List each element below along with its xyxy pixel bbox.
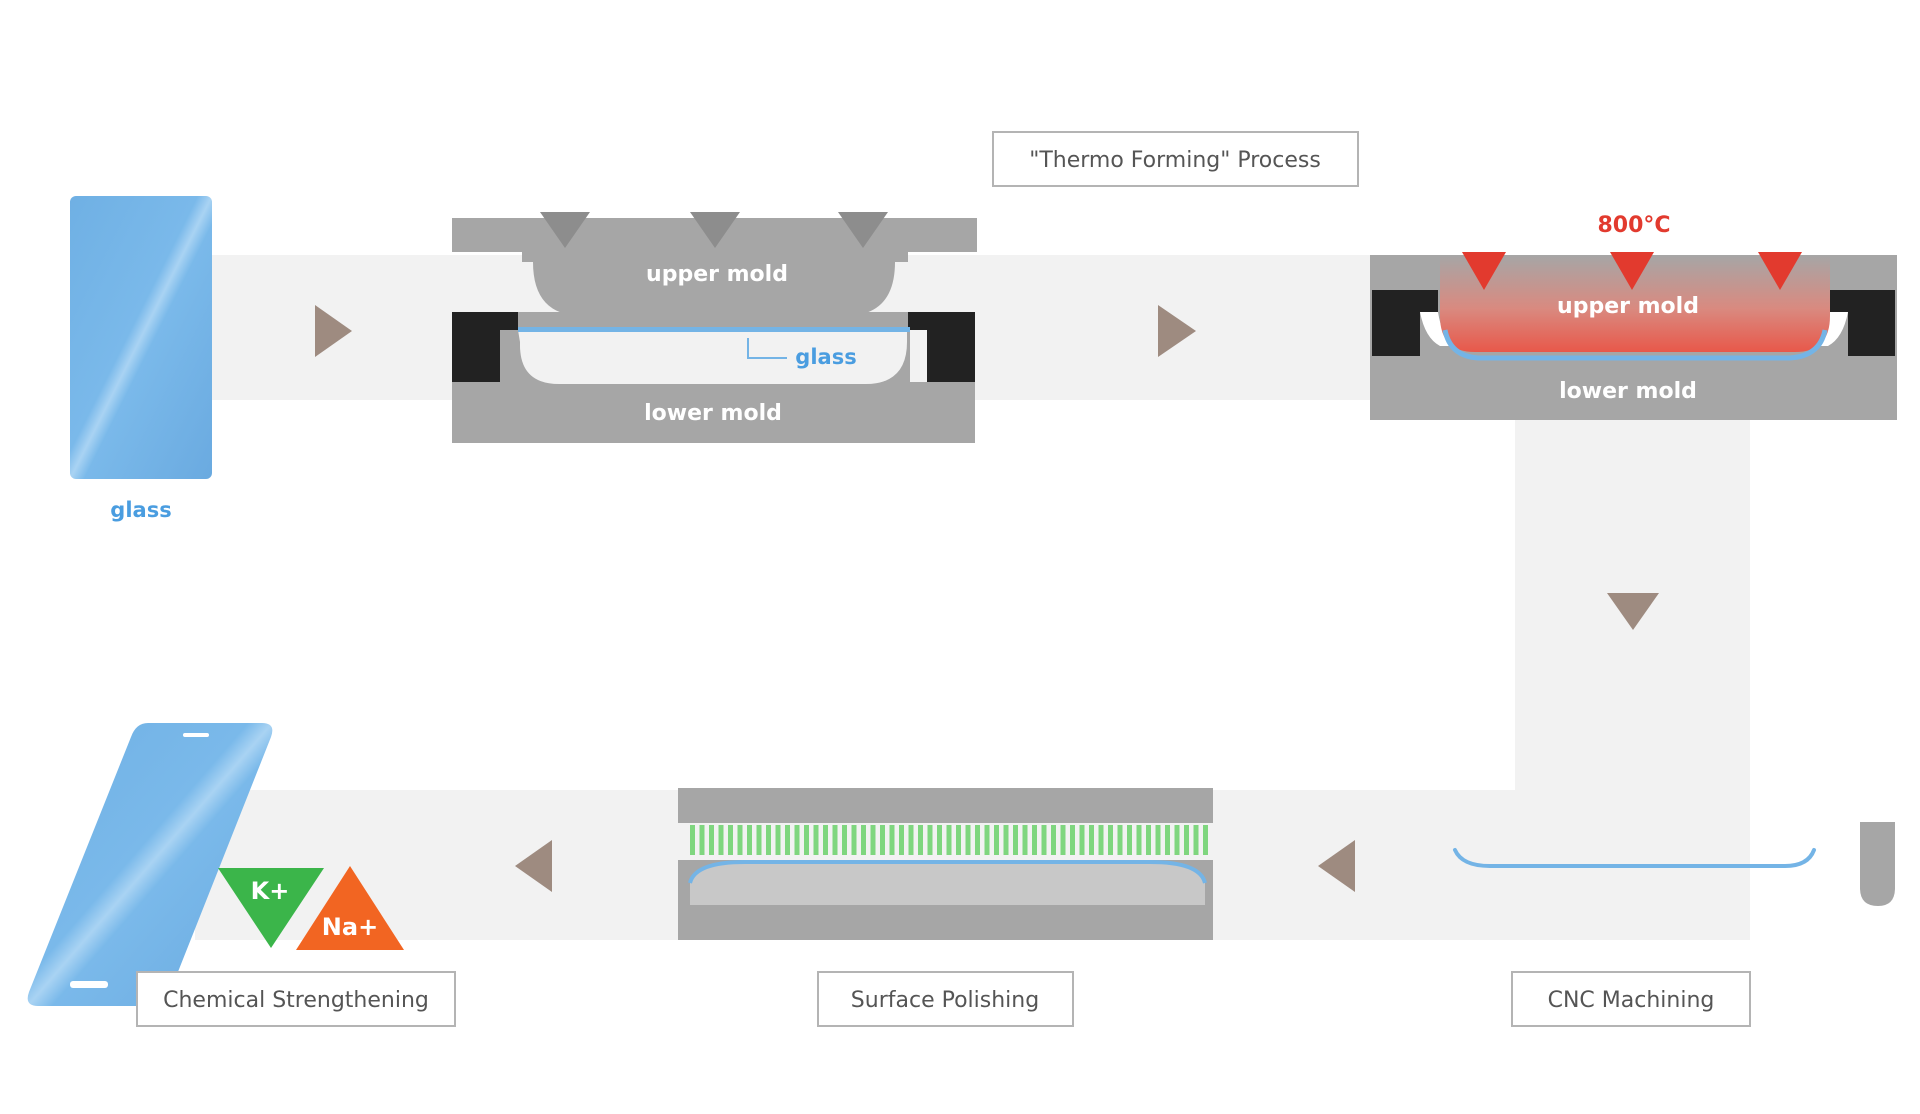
brush-bristle: [1070, 825, 1075, 855]
cold-glass-label: glass: [795, 345, 856, 369]
brush-bristle: [709, 825, 714, 855]
brush-bristle: [880, 825, 885, 855]
brush-bristle: [832, 825, 838, 855]
brush-bristle: [699, 825, 705, 855]
brush-bristle: [1127, 825, 1132, 855]
heat-point-icon: [1462, 252, 1506, 290]
brush-bristle: [1089, 825, 1094, 855]
brush-bristle: [1013, 825, 1018, 855]
brush-bristle: [1155, 825, 1161, 855]
brush-bristle: [823, 825, 828, 855]
polishing-label: Surface Polishing: [851, 988, 1039, 1013]
brush-bristle: [1051, 825, 1056, 855]
pressure-point-icon: [690, 212, 740, 248]
brush-bristle: [718, 825, 724, 855]
brush-bristle: [842, 825, 847, 855]
pressure-point-icon: [838, 212, 888, 248]
cold-press-mold: [452, 212, 977, 443]
brush-bristle: [861, 825, 866, 855]
brush-bristle: [1003, 825, 1009, 855]
brush-bristle: [728, 825, 733, 855]
brush-bristle: [690, 825, 695, 855]
brush-bristle: [956, 825, 961, 855]
brush-bristle: [804, 825, 809, 855]
brush-bristle: [775, 825, 781, 855]
polishing-label-box: [817, 971, 1074, 1027]
heat-point-icon: [1758, 252, 1802, 290]
speaker-slot-icon: [183, 733, 209, 737]
pressure-point-icon: [540, 212, 590, 248]
brush-bristle: [975, 825, 980, 855]
hot-press-mold: [1370, 252, 1897, 420]
brush-bristle: [946, 825, 952, 855]
brush-bristle: [737, 825, 743, 855]
brush-bristle: [1060, 825, 1066, 855]
brush-bristle: [927, 825, 933, 855]
brush-bristle: [984, 825, 990, 855]
temperature-label: 800°C: [1597, 213, 1670, 238]
brush-bristle: [889, 825, 895, 855]
brush-bristle: [1146, 825, 1151, 855]
brush-bristle: [965, 825, 971, 855]
brush-bristle: [870, 825, 876, 855]
glass-sheet: [70, 196, 212, 479]
cold-upper-mold-label: upper mold: [646, 262, 788, 287]
hot-lower-mold-label: lower mold: [1559, 379, 1697, 404]
brush-bristle: [851, 825, 857, 855]
brush-bristle: [785, 825, 790, 855]
sodium-ion-icon: [296, 866, 404, 950]
process-title: "Thermo Forming" Process: [1029, 148, 1321, 173]
cnc-machining-illustration: [1453, 822, 1895, 906]
cnc-label-box: [1511, 971, 1751, 1027]
polishing-brush: [690, 825, 1208, 855]
arrow-right-icon: [1158, 305, 1196, 357]
brush-bristle: [937, 825, 942, 855]
surface-polishing-illustration: [678, 788, 1213, 940]
brush-bristle: [794, 825, 800, 855]
brush-bristle: [747, 825, 752, 855]
home-button-icon: [70, 981, 108, 988]
potassium-ion-icon: [218, 868, 324, 948]
brush-bristle: [1022, 825, 1028, 855]
brush-bristle: [1174, 825, 1180, 855]
brush-bristle: [1108, 825, 1113, 855]
sodium-ion-label: Na+: [322, 913, 378, 941]
brush-bristle: [813, 825, 819, 855]
brush-bristle: [899, 825, 904, 855]
arrow-left-icon: [1318, 840, 1355, 892]
process-title-box: [992, 131, 1359, 187]
ion-exchange: [218, 866, 404, 950]
cnc-label: CNC Machining: [1548, 988, 1715, 1013]
chemical-label-box: [136, 971, 456, 1027]
brush-bristle: [1193, 825, 1199, 855]
finished-phone-glass: [27, 723, 273, 1006]
chemical-label: Chemical Strengthening: [163, 988, 429, 1013]
brush-bristle: [1117, 825, 1123, 855]
cold-lower-mold-label: lower mold: [644, 401, 782, 426]
brush-bristle: [1203, 825, 1208, 855]
brush-bristle: [918, 825, 923, 855]
brush-bristle: [1032, 825, 1037, 855]
potassium-ion-label: K+: [251, 877, 290, 905]
brush-bristle: [1165, 825, 1170, 855]
brush-bristle: [1079, 825, 1085, 855]
hot-upper-mold-label: upper mold: [1557, 294, 1699, 319]
arrow-right-icon: [315, 305, 352, 357]
arrow-left-icon: [515, 840, 552, 892]
arrow-down-icon: [1607, 593, 1659, 630]
brush-bristle: [1136, 825, 1142, 855]
brush-bristle: [908, 825, 914, 855]
brush-bristle: [756, 825, 762, 855]
brush-bristle: [766, 825, 771, 855]
brush-bristle: [1098, 825, 1104, 855]
brush-bristle: [1041, 825, 1047, 855]
heat-point-icon: [1610, 252, 1654, 290]
cnc-tool-icon: [1860, 822, 1895, 906]
brush-bristle: [1184, 825, 1189, 855]
brush-bristle: [994, 825, 999, 855]
glass-label: glass: [110, 498, 171, 522]
